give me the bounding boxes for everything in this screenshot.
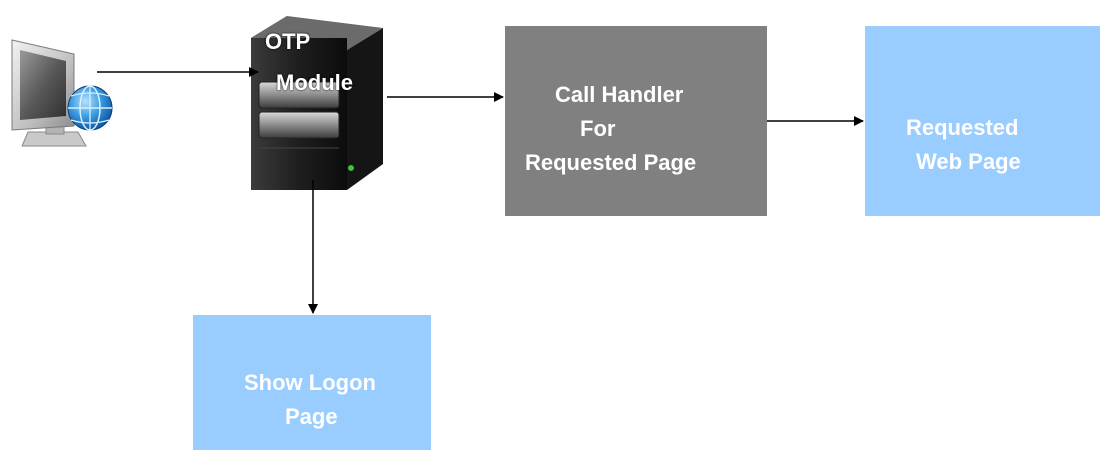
logon-line2: Page (285, 404, 338, 429)
server-tower-icon (251, 16, 383, 190)
web-page-line2: Web Page (916, 149, 1021, 174)
requested-web-page-box: Requested Web Page (865, 26, 1100, 216)
server-title-line1: OTP (265, 29, 311, 54)
show-logon-page-box: Show Logon Page (193, 315, 431, 450)
client-computer-icon (8, 34, 116, 154)
call-handler-box: Call Handler For Requested Page (505, 26, 767, 216)
otp-module-server: OTP Module (247, 14, 387, 192)
web-page-line1: Requested (906, 115, 1019, 140)
call-handler-line1: Call Handler (555, 82, 684, 107)
call-handler-line2: For (580, 116, 616, 141)
logon-line1: Show Logon (244, 370, 376, 395)
server-title-line2: Module (276, 70, 353, 95)
call-handler-line3: Requested Page (525, 150, 697, 175)
